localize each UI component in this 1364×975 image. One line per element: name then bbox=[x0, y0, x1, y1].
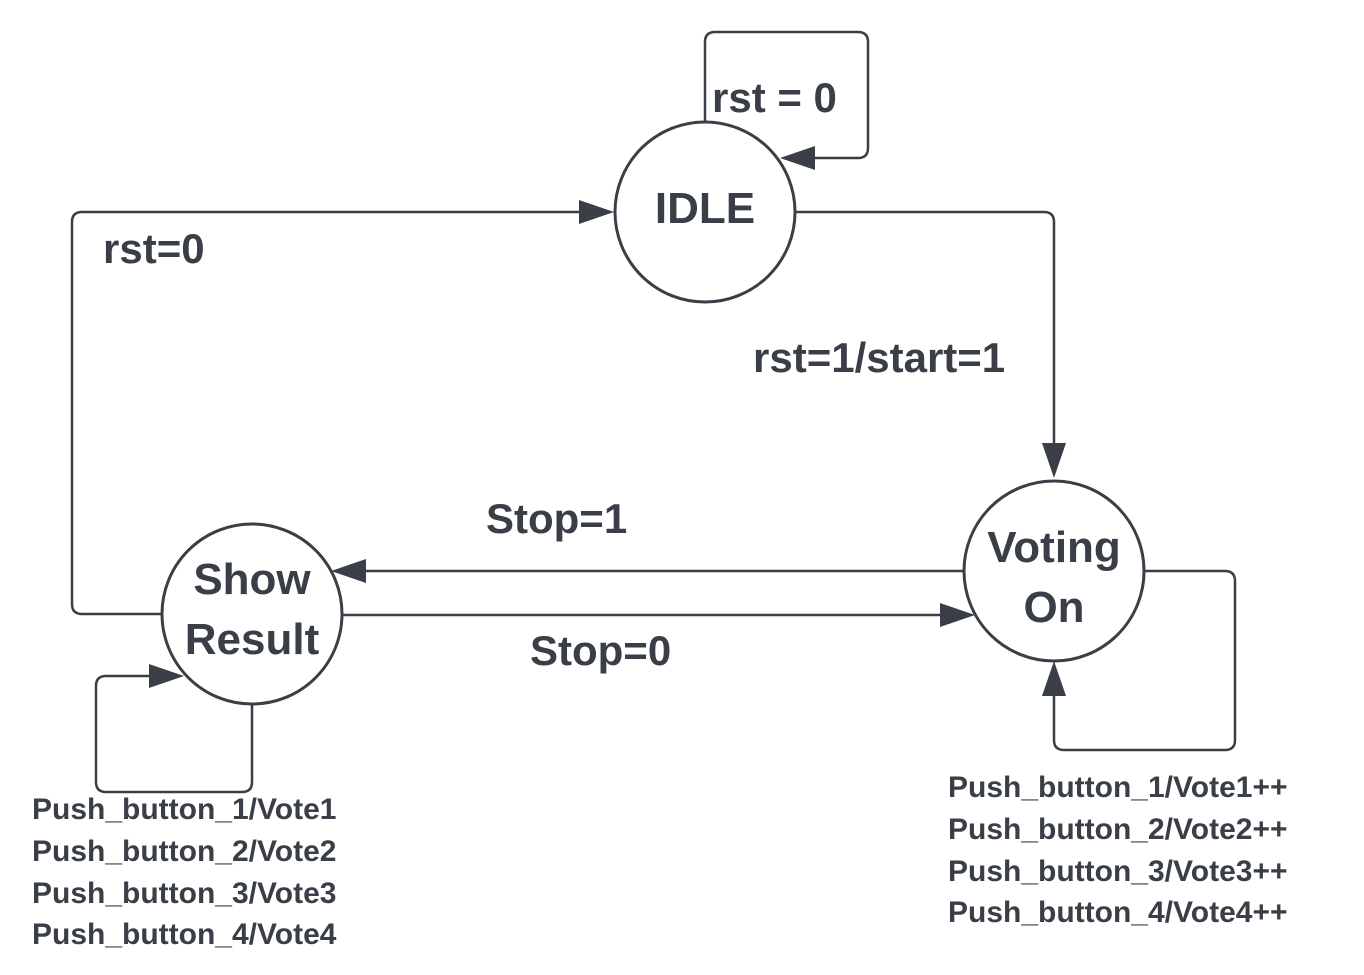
label-show-to-voting: Stop=0 bbox=[530, 627, 671, 674]
label-voting-to-show: Stop=1 bbox=[486, 495, 627, 542]
show-action-item: Push_button_4/Vote4 bbox=[32, 918, 337, 951]
arrowhead bbox=[149, 664, 184, 688]
arrowhead bbox=[579, 200, 614, 224]
state-voting-on: Voting On bbox=[962, 479, 1146, 663]
edge-show-self-loop bbox=[94, 664, 254, 794]
edge-show-to-voting bbox=[340, 603, 975, 627]
voting-action-item: Push_button_4/Vote4++ bbox=[948, 896, 1288, 929]
state-idle: IDLE bbox=[613, 120, 797, 304]
state-idle-label: IDLE bbox=[655, 184, 755, 233]
state-show-label-line1: Show bbox=[193, 555, 311, 604]
show-action-item: Push_button_2/Vote2 bbox=[32, 835, 336, 868]
state-voting-label-line1: Voting bbox=[987, 523, 1121, 572]
label-show-to-idle: rst=0 bbox=[103, 225, 205, 272]
arrowhead bbox=[780, 146, 815, 170]
edge-idle-self-loop bbox=[703, 30, 870, 170]
arrowhead bbox=[331, 559, 366, 583]
show-action-item: Push_button_1/Vote1 bbox=[32, 793, 336, 826]
edge-voting-to-show bbox=[331, 559, 966, 583]
voting-action-item: Push_button_2/Vote2++ bbox=[948, 813, 1288, 846]
voting-on-actions: Push_button_1/Vote1++ Push_button_2/Vote… bbox=[948, 771, 1288, 929]
label-idle-self-loop: rst = 0 bbox=[712, 74, 837, 121]
voting-action-item: Push_button_3/Vote3++ bbox=[948, 855, 1288, 888]
edge-show-to-idle bbox=[70, 200, 614, 616]
state-voting-label-line2: On bbox=[1023, 583, 1084, 632]
edge-idle-to-voting bbox=[795, 210, 1066, 478]
state-show-label-line2: Result bbox=[185, 615, 320, 664]
edge-voting-self-loop bbox=[1042, 569, 1237, 752]
state-show-result: Show Result bbox=[160, 522, 344, 706]
voting-action-item: Push_button_1/Vote1++ bbox=[948, 771, 1288, 804]
arrowhead bbox=[940, 603, 975, 627]
show-action-item: Push_button_3/Vote3 bbox=[32, 877, 336, 910]
label-idle-to-voting: rst=1/start=1 bbox=[753, 334, 1005, 381]
arrowhead bbox=[1042, 661, 1066, 696]
arrowhead bbox=[1042, 443, 1066, 478]
show-result-actions: Push_button_1/Vote1 Push_button_2/Vote2 … bbox=[32, 793, 337, 951]
